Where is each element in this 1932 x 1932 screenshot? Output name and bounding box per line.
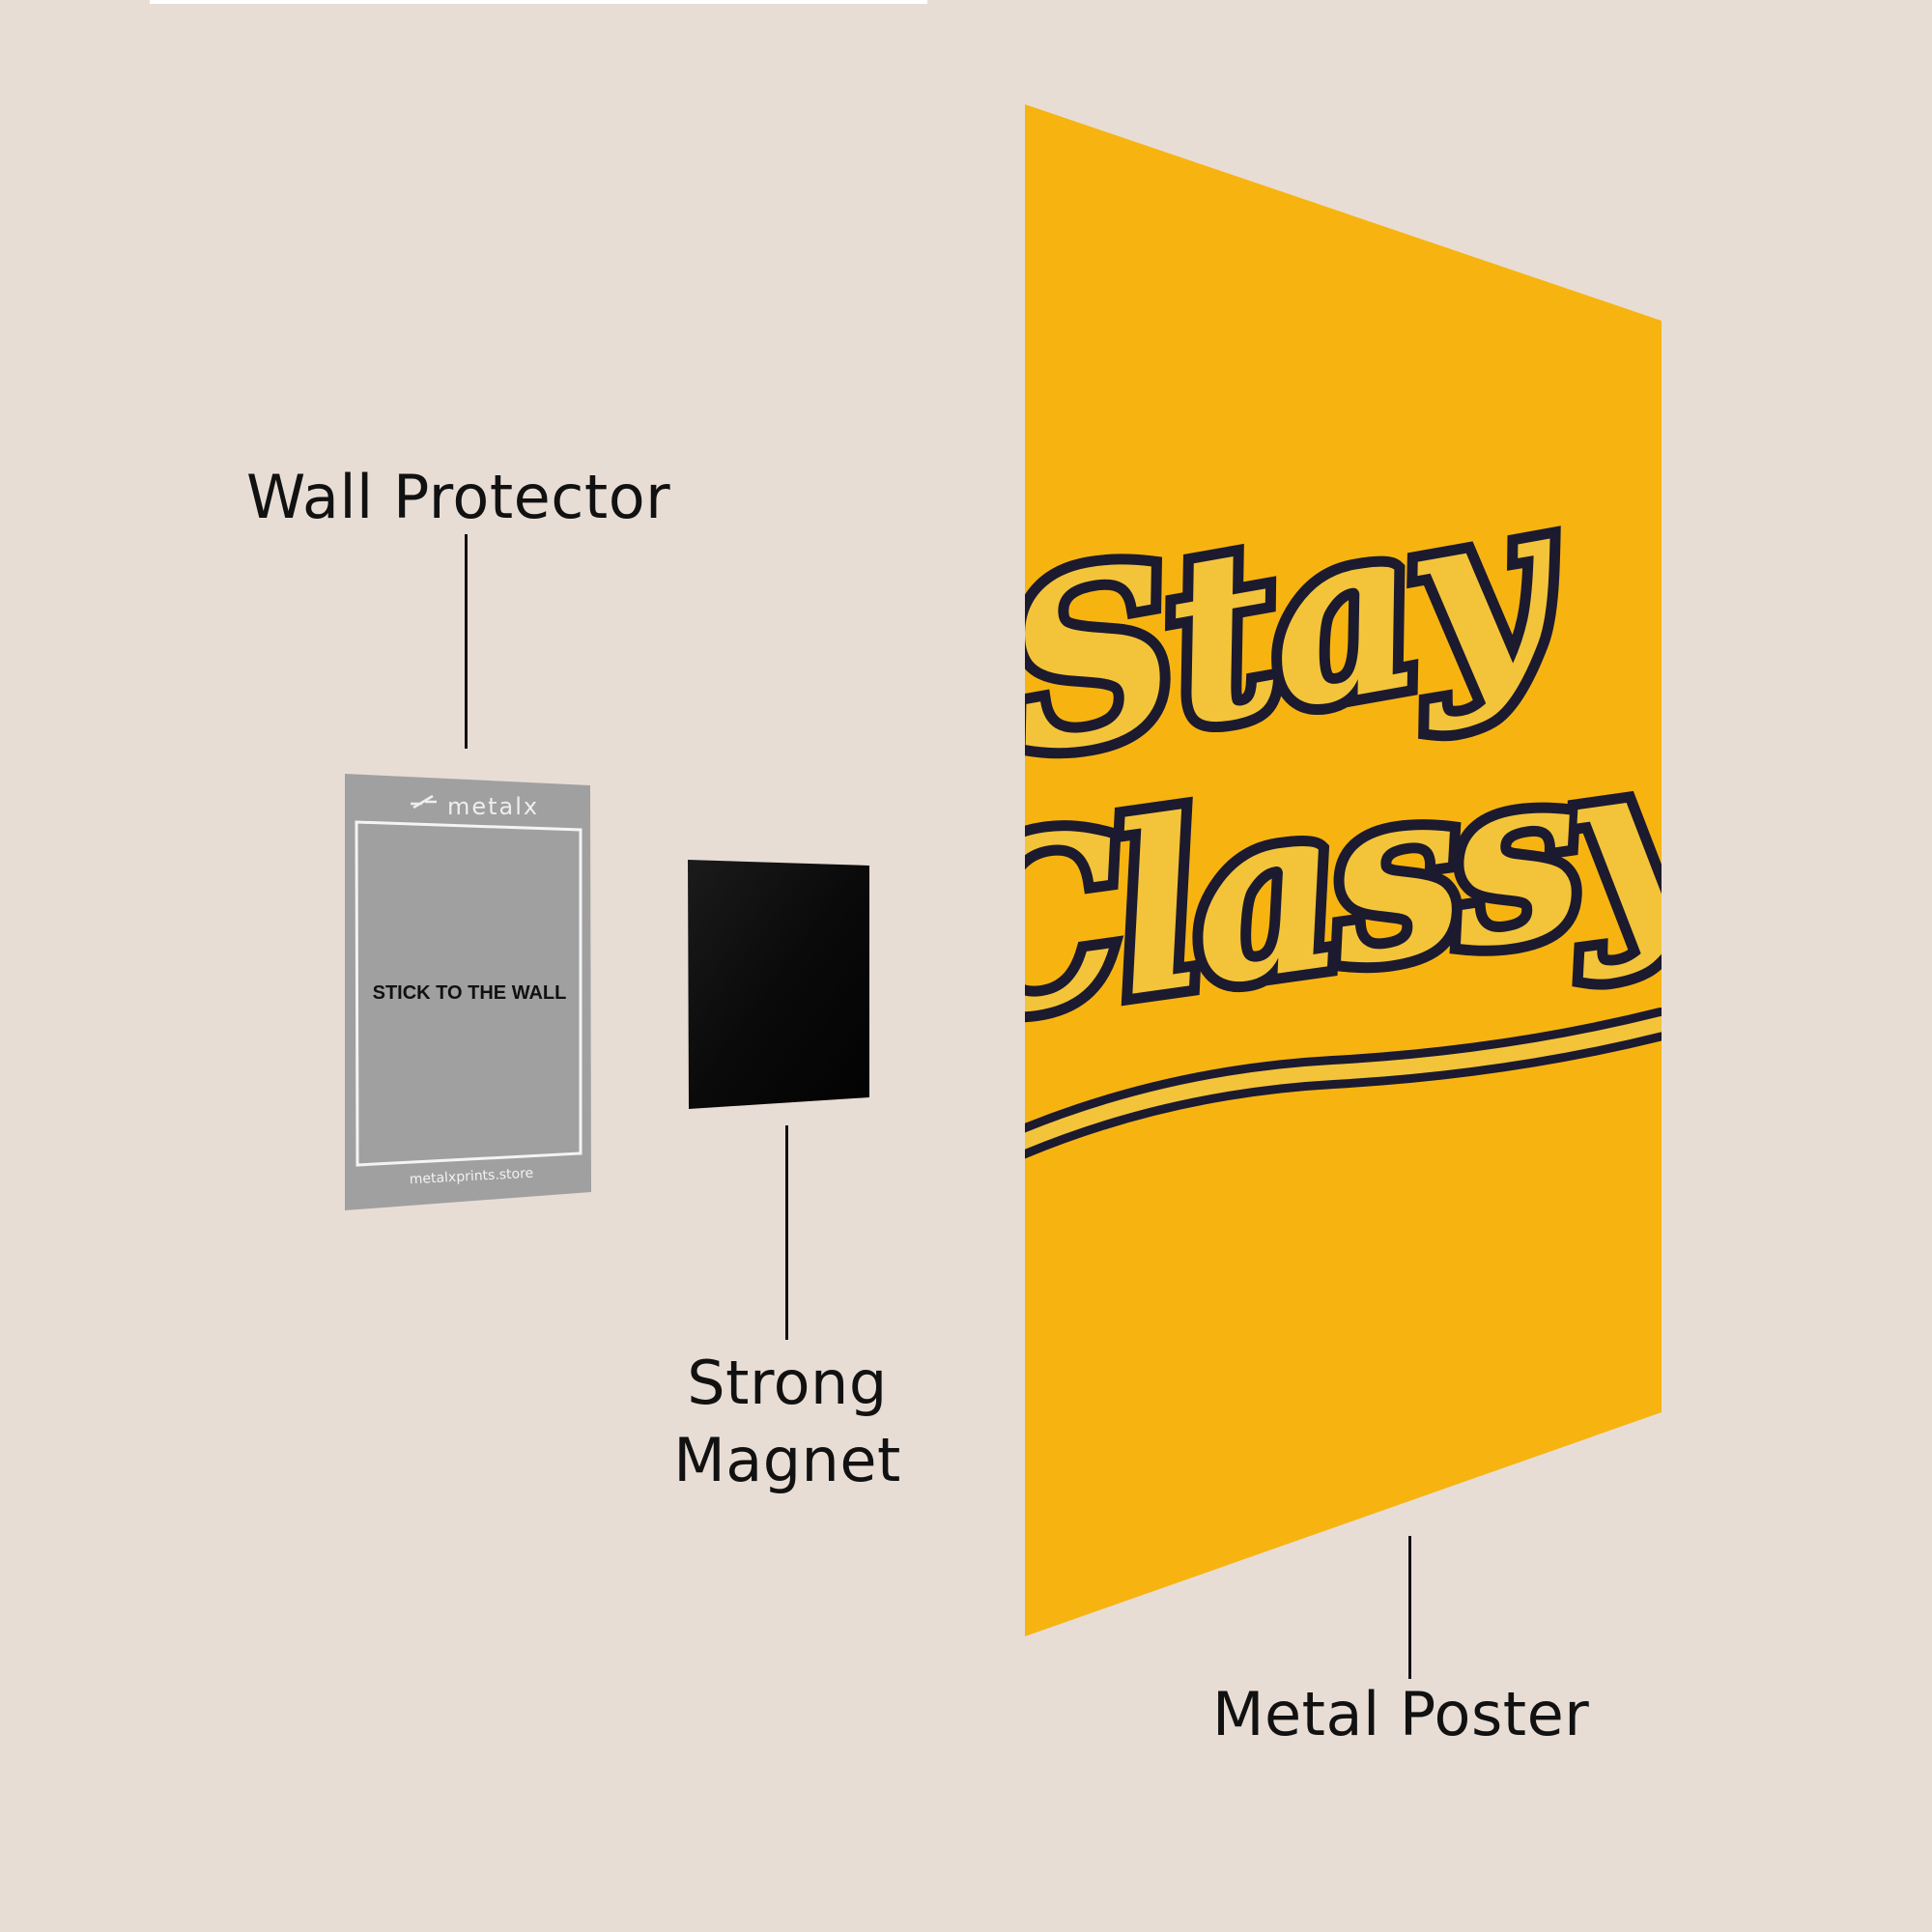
wall-protector-card: metalx STICK TO THE WALL metalxprints.st… bbox=[345, 774, 591, 1210]
strong-magnet-label-line-1: Strong bbox=[687, 1348, 888, 1418]
metal-poster-leader-line bbox=[1408, 1536, 1411, 1679]
wall-protector-brand: metalx bbox=[447, 793, 539, 820]
strong-magnet-label: Strong Magnet bbox=[580, 1345, 995, 1499]
metal-poster-label: Metal Poster bbox=[1212, 1679, 1590, 1749]
poster-artwork-swash-fill bbox=[1025, 1016, 1662, 1157]
metal-poster-sheet bbox=[1025, 104, 1662, 1636]
wall-protector-instruction: STICK TO THE WALL bbox=[373, 982, 567, 1004]
strong-magnet-leader-line bbox=[785, 1125, 788, 1340]
strong-magnet bbox=[688, 860, 869, 1109]
metal-poster: Stay Classy bbox=[1025, 104, 1662, 1636]
strong-magnet-label-line-2: Magnet bbox=[673, 1425, 901, 1495]
wall-protector-sheet bbox=[345, 774, 591, 1210]
metalx-logo-icon bbox=[411, 794, 437, 810]
wall-protector-website: metalxprints.store bbox=[409, 1166, 533, 1188]
wall-protector-label: Wall Protector bbox=[246, 462, 671, 532]
wall-protector-leader-line bbox=[465, 534, 468, 749]
wall-protector-border bbox=[355, 820, 582, 1167]
top-edge-strip bbox=[150, 0, 927, 4]
